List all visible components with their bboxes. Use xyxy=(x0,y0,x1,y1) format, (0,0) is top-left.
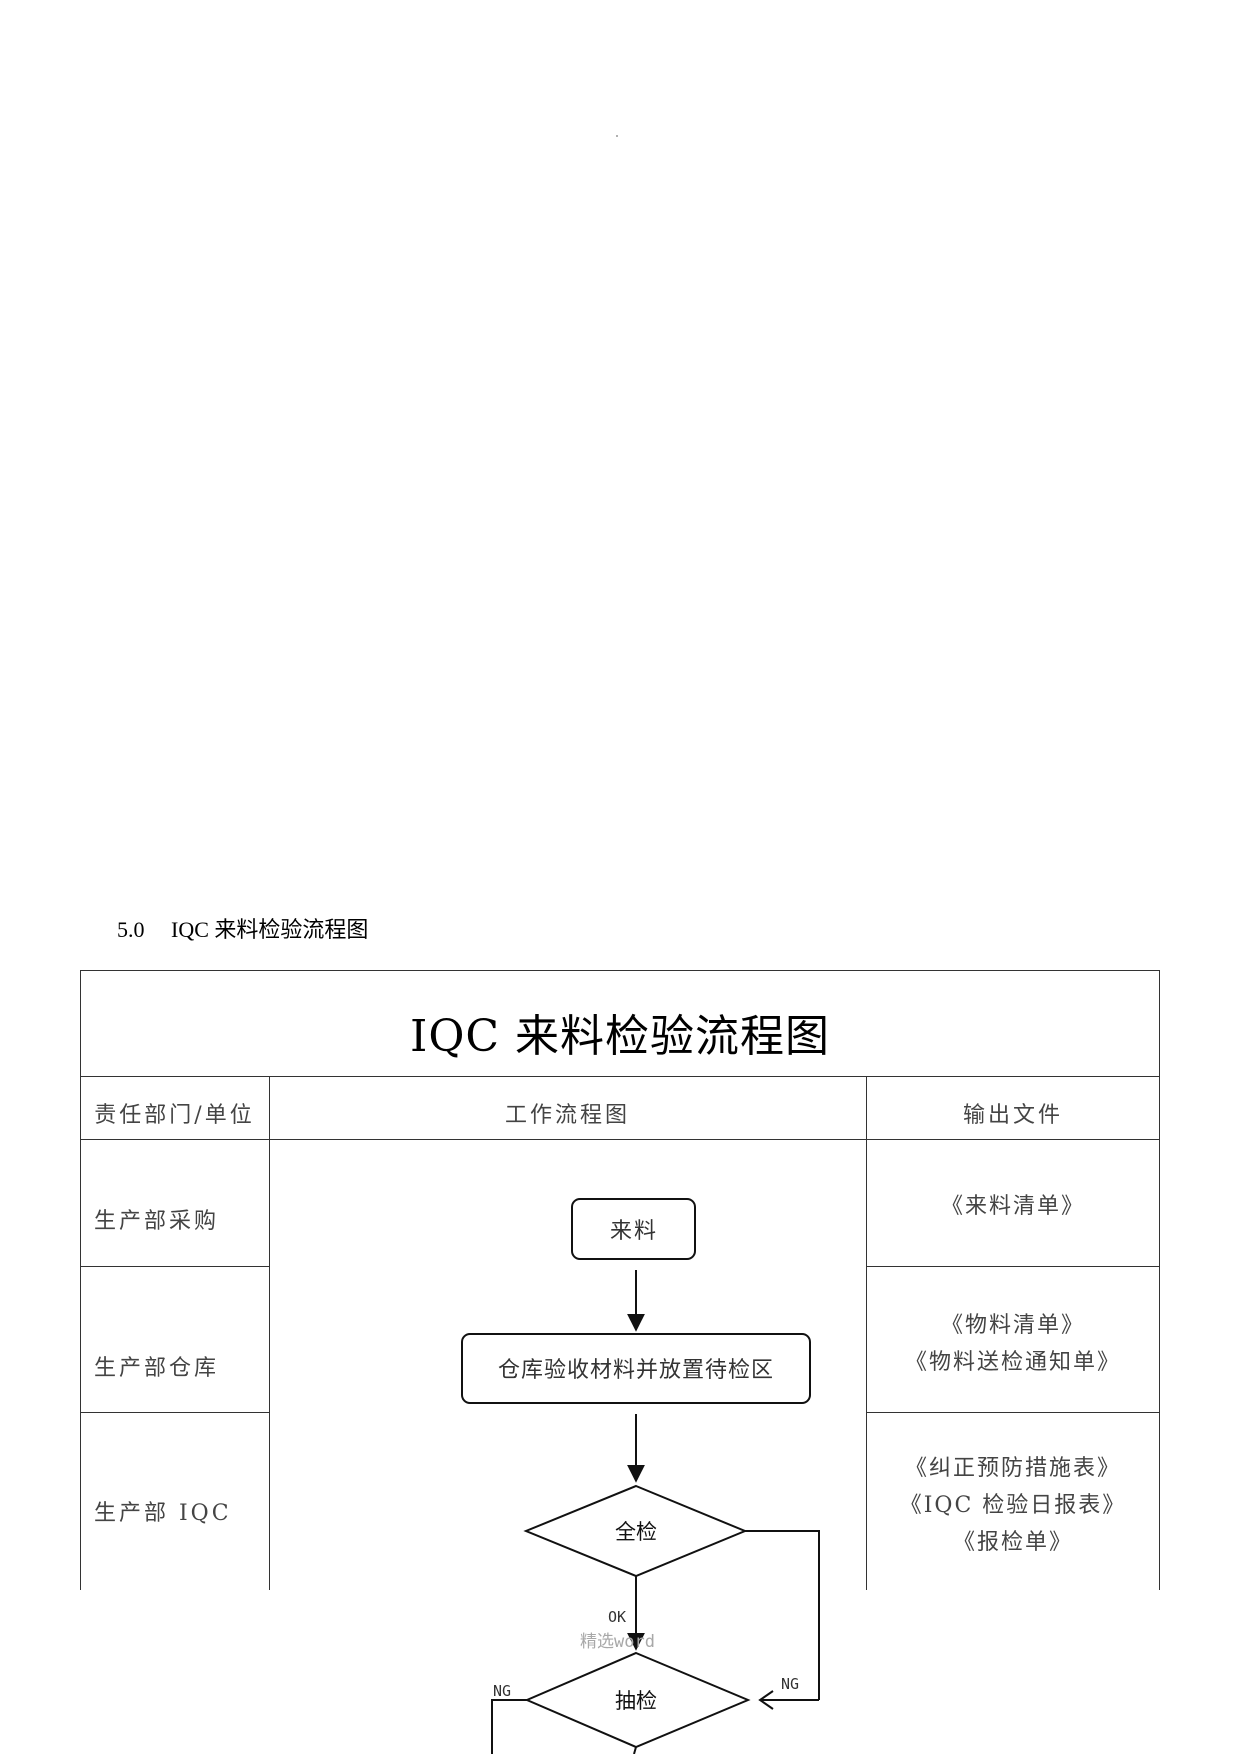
output-doc: 《纠正预防措施表》 xyxy=(904,1456,1121,1481)
col-divider-1 xyxy=(269,1076,270,1590)
dept-iqc: 生产部 IQC xyxy=(94,1501,232,1526)
watermark: 精选word xyxy=(580,1632,655,1652)
row-divider-dept-1 xyxy=(80,1266,269,1267)
stray-dot xyxy=(616,135,618,137)
section-number: 5.0 xyxy=(117,917,145,942)
col-divider-2 xyxy=(866,1076,867,1590)
header-dept: 责任部门/单位 xyxy=(94,1103,255,1128)
row-divider-dept-2 xyxy=(80,1412,269,1413)
row-divider-output-1 xyxy=(866,1266,1160,1267)
table-border-left xyxy=(80,970,81,1590)
header-output: 输出文件 xyxy=(962,1103,1063,1128)
table-border-header xyxy=(80,1139,1160,1140)
edge-label-ok: OK xyxy=(608,1608,626,1626)
arrow-ng-right-head xyxy=(758,1690,774,1710)
table-border-top xyxy=(80,970,1160,971)
arrow-ng-right-path xyxy=(745,1530,820,1700)
node-warehouse-box xyxy=(461,1333,811,1404)
output-doc: 《来料清单》 xyxy=(940,1194,1085,1219)
arrow-sampling-down xyxy=(633,1746,637,1754)
dept-purchasing: 生产部采购 xyxy=(94,1209,220,1234)
output-doc: 《物料清单》 xyxy=(940,1313,1085,1338)
node-warehouse-label: 仓库验收材料并放置待检区 xyxy=(498,1358,774,1383)
dept-warehouse: 生产部仓库 xyxy=(94,1356,220,1381)
table-border-right xyxy=(1159,970,1160,1590)
node-incoming-label: 来料 xyxy=(610,1219,658,1244)
table-title: IQC 来料检验流程图 xyxy=(409,1011,831,1062)
output-doc: 《报检单》 xyxy=(952,1530,1073,1555)
output-doc: 《物料送检通知单》 xyxy=(904,1350,1121,1375)
header-flow: 工作流程图 xyxy=(504,1103,630,1128)
output-doc: 《IQC 检验日报表》 xyxy=(899,1493,1127,1518)
edge-label-ng-right: NG xyxy=(781,1675,799,1693)
table-border-title xyxy=(80,1076,1160,1077)
node-full-inspection-label: 全检 xyxy=(615,1520,657,1544)
flow-table: IQC 来料检验流程图 责任部门/单位 工作流程图 输出文件 生产部采购 生产部… xyxy=(80,970,1160,1590)
edge-label-ng-left: NG xyxy=(493,1682,511,1700)
section-title: IQC 来料检验流程图 xyxy=(171,917,369,942)
arrow-ng-left-path xyxy=(491,1699,527,1754)
node-incoming-box xyxy=(571,1198,696,1260)
outputs-iqc: 《纠正预防措施表》 《IQC 检验日报表》 《报检单》 xyxy=(866,1450,1160,1561)
row-divider-output-2 xyxy=(866,1412,1160,1413)
node-sampling-label: 抽检 xyxy=(615,1689,657,1713)
outputs-purchasing: 《来料清单》 xyxy=(866,1188,1160,1225)
outputs-warehouse: 《物料清单》 《物料送检通知单》 xyxy=(866,1307,1160,1381)
section-heading: 5.0 IQC 来料检验流程图 xyxy=(117,912,368,944)
